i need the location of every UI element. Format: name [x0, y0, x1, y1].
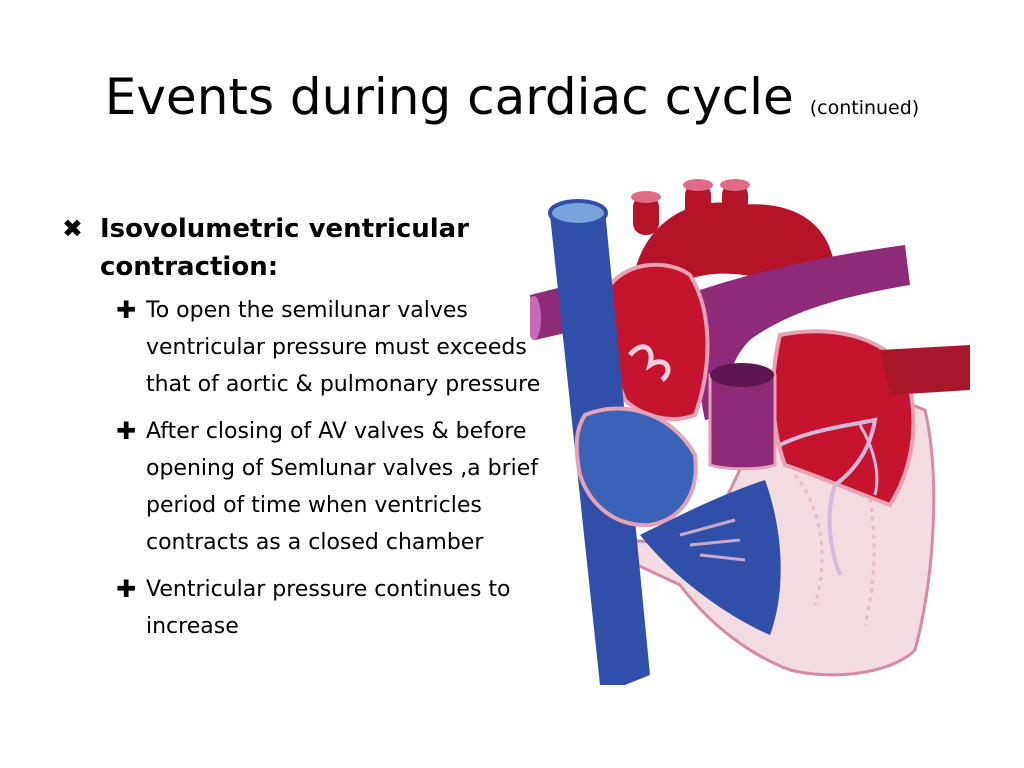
sub-bullet-text: After closing of AV valves & before open…	[146, 419, 539, 555]
sub-bullet: ✚ To open the semilunar valves ventricul…	[116, 292, 562, 403]
slide-title: Events during cardiac cycle (continued)	[0, 62, 1024, 143]
main-bullet: ✖ Isovolumetric ventricular contraction:	[62, 210, 562, 286]
bullet-list: ✖ Isovolumetric ventricular contraction:…	[62, 210, 562, 645]
sub-bullet-text: Ventricular pressure continues to increa…	[146, 577, 511, 639]
sub-bullet-text: To open the semilunar valves ventricular…	[146, 298, 541, 397]
plus-icon: ✚	[116, 296, 137, 324]
plus-icon: ✚	[116, 575, 137, 603]
sub-bullet: ✚ After closing of AV valves & before op…	[116, 413, 562, 561]
x-mark-icon: ✖	[62, 214, 83, 243]
heart-anatomy-illustration	[530, 179, 970, 685]
main-bullet-text: Isovolumetric ventricular contraction:	[100, 214, 470, 282]
plus-icon: ✚	[116, 417, 137, 445]
sub-bullet: ✚ Ventricular pressure continues to incr…	[116, 571, 562, 645]
slide-title-suffix: (continued)	[809, 97, 920, 119]
slide-title-main: Events during cardiac cycle	[104, 68, 794, 126]
